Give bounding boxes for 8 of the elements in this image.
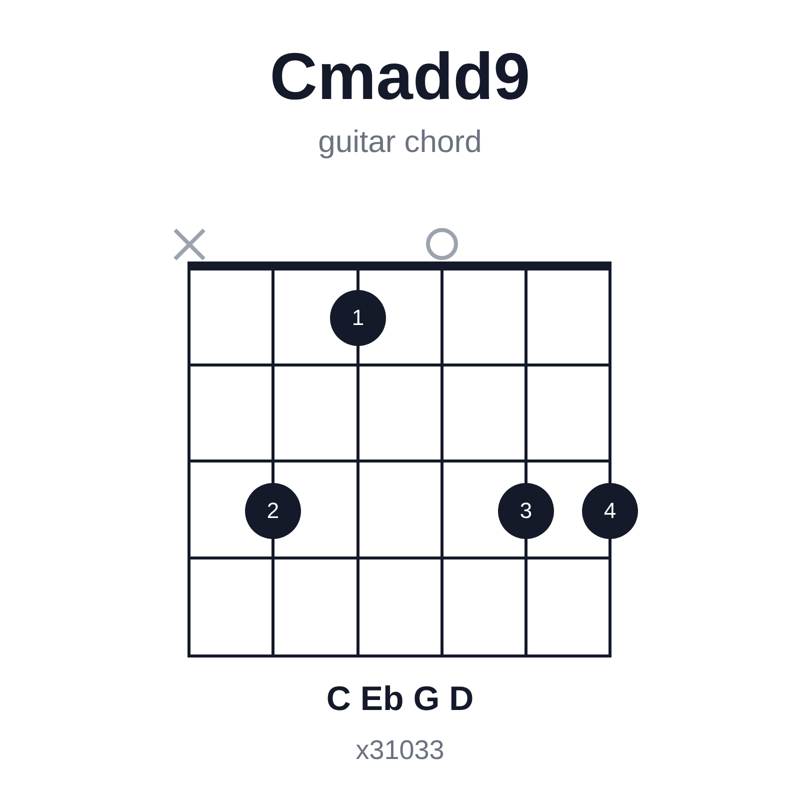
finger-dot: 2 xyxy=(245,483,301,539)
chord-title: Cmadd9 xyxy=(270,38,530,114)
finger-dot: 3 xyxy=(498,483,554,539)
finger-dot: 4 xyxy=(582,483,638,539)
fret-code: x31033 xyxy=(356,735,444,766)
chord-notes: C Eb G D xyxy=(326,680,474,719)
subtitle: guitar chord xyxy=(318,124,482,160)
finger-dot: 1 xyxy=(330,290,386,346)
